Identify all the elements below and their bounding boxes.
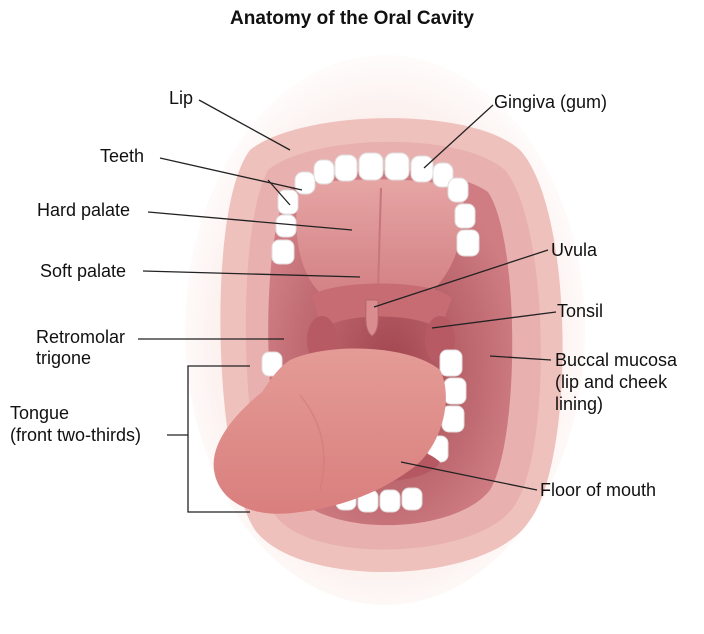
label-tongue-line1: Tongue — [10, 403, 69, 424]
uvula-shape — [366, 300, 378, 336]
label-tongue-line2: (front two-thirds) — [10, 425, 141, 446]
label-retromolar-line2: trigone — [36, 348, 91, 369]
label-tonsil: Tonsil — [557, 301, 603, 322]
label-lip: Lip — [169, 88, 193, 109]
label-gingiva: Gingiva (gum) — [494, 92, 607, 113]
label-floor-of-mouth: Floor of mouth — [540, 480, 656, 501]
label-buccal-line3: lining) — [555, 394, 603, 415]
label-teeth: Teeth — [100, 146, 144, 167]
label-buccal-line1: Buccal mucosa — [555, 350, 677, 371]
label-hard-palate: Hard palate — [37, 200, 130, 221]
label-uvula: Uvula — [551, 240, 597, 261]
label-retromolar-line1: Retromolar — [36, 327, 125, 348]
label-buccal-line2: (lip and cheek — [555, 372, 667, 393]
label-soft-palate: Soft palate — [40, 261, 126, 282]
